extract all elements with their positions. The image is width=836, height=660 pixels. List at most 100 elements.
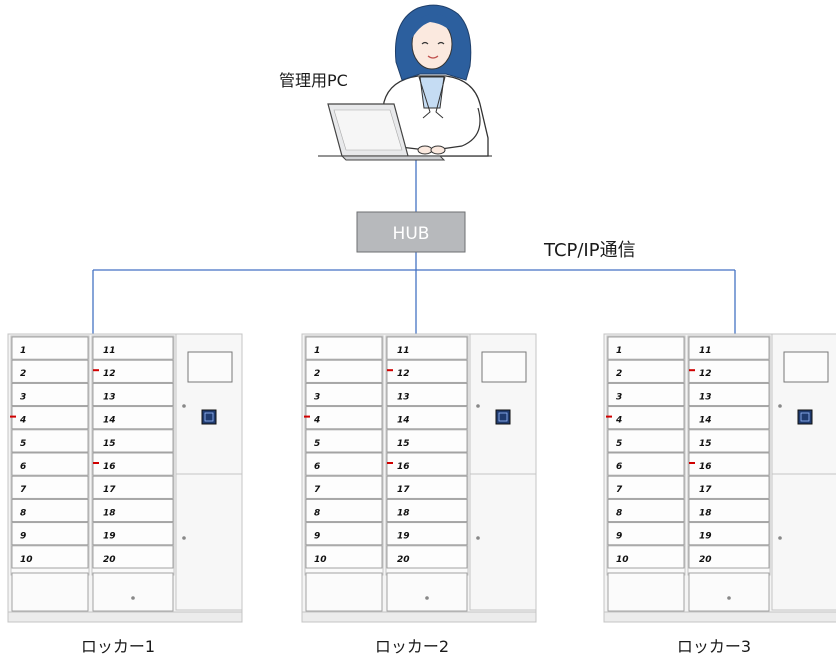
locker-door-6[interactable] — [11, 452, 89, 476]
locker-door-16[interactable] — [92, 452, 174, 476]
locker-door-12[interactable] — [688, 359, 770, 383]
locker-door-18[interactable] — [688, 498, 770, 523]
locker-door-13[interactable] — [688, 382, 770, 407]
door-number-19: 19 — [103, 532, 116, 542]
locker-display-screen — [187, 351, 233, 383]
locker-door-8[interactable] — [607, 498, 685, 523]
locker-door-8[interactable] — [305, 498, 383, 523]
door-number-10: 10 — [314, 555, 327, 565]
door-number-20: 20 — [397, 555, 410, 565]
locker-door-18[interactable] — [92, 498, 174, 523]
locker-display-screen — [481, 351, 527, 383]
locker-label: ロッカー2 — [375, 637, 449, 656]
locker-door-13[interactable] — [386, 382, 468, 407]
lockers-group: 1234567891011121314151617181920ロッカー11234… — [7, 333, 836, 656]
locker-door-2[interactable] — [11, 359, 89, 383]
locker-door-large[interactable] — [607, 572, 685, 612]
locker-door-11[interactable] — [92, 336, 174, 360]
door-number-14: 14 — [699, 416, 712, 426]
administrator-pc-illustration — [318, 4, 492, 161]
locker-door-1[interactable] — [11, 336, 89, 360]
locker-door-20[interactable] — [386, 545, 468, 569]
locker-base — [301, 611, 537, 623]
locker-door-10[interactable] — [305, 545, 383, 569]
keyhole-icon — [131, 596, 135, 600]
locker-door-1[interactable] — [607, 336, 685, 360]
locker-door-4[interactable] — [305, 406, 383, 430]
locker-door-7[interactable] — [11, 475, 89, 499]
locker-door-19[interactable] — [386, 522, 468, 546]
locker-door-15[interactable] — [92, 429, 174, 453]
locker-door-10[interactable] — [11, 545, 89, 569]
locker-door-17[interactable] — [688, 475, 770, 499]
door-number-12: 12 — [699, 369, 712, 379]
door-number-9: 9 — [20, 532, 26, 542]
locker-door-3[interactable] — [607, 382, 685, 407]
locker-door-8[interactable] — [11, 498, 89, 523]
locker-door-large[interactable] — [305, 572, 383, 612]
locker-door-14[interactable] — [386, 406, 468, 430]
locker-door-15[interactable] — [386, 429, 468, 453]
locker-door-9[interactable] — [607, 522, 685, 546]
door-number-4: 4 — [313, 416, 320, 426]
door-number-11: 11 — [397, 346, 410, 356]
door-number-10: 10 — [616, 555, 629, 565]
locker-door-19[interactable] — [92, 522, 174, 546]
locker-door-17[interactable] — [92, 475, 174, 499]
door-number-8: 8 — [616, 508, 622, 518]
locker-door-20[interactable] — [688, 545, 770, 569]
locker-door-large[interactable] — [11, 572, 89, 612]
locker-door-12[interactable] — [386, 359, 468, 383]
locker-door-13[interactable] — [92, 382, 174, 407]
door-number-10: 10 — [20, 555, 33, 565]
keyhole-icon — [182, 536, 186, 540]
locker-door-10[interactable] — [607, 545, 685, 569]
locker-door-12[interactable] — [92, 359, 174, 383]
locker-door-6[interactable] — [607, 452, 685, 476]
door-number-2: 2 — [616, 369, 622, 379]
door-indicator-12 — [387, 369, 393, 372]
door-number-7: 7 — [616, 485, 623, 495]
locker-door-4[interactable] — [11, 406, 89, 430]
locker-label: ロッカー1 — [81, 637, 155, 656]
locker-base — [7, 611, 243, 623]
locker-door-18[interactable] — [386, 498, 468, 523]
locker-door-15[interactable] — [688, 429, 770, 453]
door-number-17: 17 — [103, 485, 116, 495]
card-reader-icon — [797, 409, 813, 425]
locker-door-17[interactable] — [386, 475, 468, 499]
locker-door-14[interactable] — [92, 406, 174, 430]
locker-door-9[interactable] — [11, 522, 89, 546]
locker-door-16[interactable] — [386, 452, 468, 476]
locker-door-6[interactable] — [305, 452, 383, 476]
door-number-4: 4 — [19, 416, 26, 426]
locker-door-1[interactable] — [305, 336, 383, 360]
locker-door-large[interactable] — [688, 572, 770, 612]
locker-door-2[interactable] — [607, 359, 685, 383]
locker-door-14[interactable] — [688, 406, 770, 430]
locker-door-16[interactable] — [688, 452, 770, 476]
locker-door-7[interactable] — [305, 475, 383, 499]
locker-door-large[interactable] — [386, 572, 468, 612]
locker-door-11[interactable] — [688, 336, 770, 360]
locker-door-20[interactable] — [92, 545, 174, 569]
locker-door-9[interactable] — [305, 522, 383, 546]
locker-door-11[interactable] — [386, 336, 468, 360]
door-number-8: 8 — [314, 508, 320, 518]
door-number-6: 6 — [20, 462, 26, 472]
hub-box — [356, 211, 466, 253]
locker-door-5[interactable] — [607, 429, 685, 453]
door-indicator-16 — [689, 462, 695, 464]
locker-door-7[interactable] — [607, 475, 685, 499]
locker-door-19[interactable] — [688, 522, 770, 546]
locker-door-5[interactable] — [11, 429, 89, 453]
locker-door-5[interactable] — [305, 429, 383, 453]
locker-door-large[interactable] — [92, 572, 174, 612]
locker-door-3[interactable] — [305, 382, 383, 407]
door-number-8: 8 — [20, 508, 26, 518]
locker-door-2[interactable] — [305, 359, 383, 383]
door-number-13: 13 — [103, 392, 116, 402]
locker-door-4[interactable] — [607, 406, 685, 430]
door-number-1: 1 — [20, 346, 26, 356]
locker-door-3[interactable] — [11, 382, 89, 407]
